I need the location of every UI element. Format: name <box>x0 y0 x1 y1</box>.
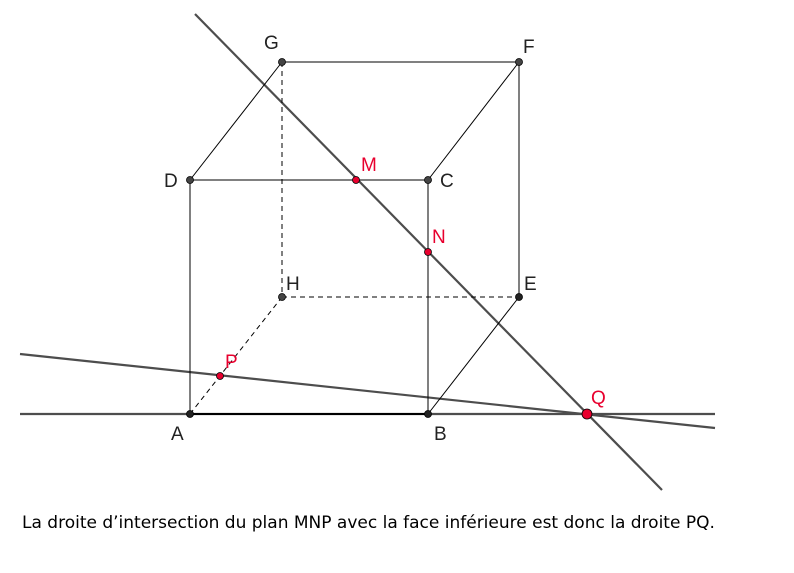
label-g: G <box>264 33 279 54</box>
point-n <box>424 248 432 256</box>
point-q <box>581 408 593 420</box>
label-m: M <box>361 155 377 176</box>
point-f <box>515 58 523 66</box>
point-b <box>424 410 432 418</box>
edge-be <box>427 296 520 415</box>
edge-cf <box>427 61 520 181</box>
point-c <box>424 176 432 184</box>
label-h: H <box>286 274 300 295</box>
point-g <box>278 58 286 66</box>
cube-diagram: A B C D E F G H M N P Q <box>19 13 716 491</box>
point-e <box>515 293 523 301</box>
point-a <box>186 410 194 418</box>
label-n: N <box>432 227 446 248</box>
point-h <box>278 293 286 301</box>
caption-text: La droite d’intersection du plan MNP ave… <box>22 513 715 533</box>
line-pq <box>19 352 716 430</box>
label-a: A <box>171 424 184 445</box>
point-d <box>186 176 194 184</box>
label-p: P <box>225 352 238 373</box>
label-d: D <box>164 171 178 192</box>
edge-ah-hidden <box>189 296 283 415</box>
label-q: Q <box>591 388 606 409</box>
point-p <box>216 372 224 380</box>
label-b: B <box>434 424 447 445</box>
label-f: F <box>523 37 535 58</box>
edge-dg <box>189 61 283 181</box>
label-e: E <box>524 274 537 295</box>
point-m <box>352 176 360 184</box>
label-c: C <box>440 171 454 192</box>
